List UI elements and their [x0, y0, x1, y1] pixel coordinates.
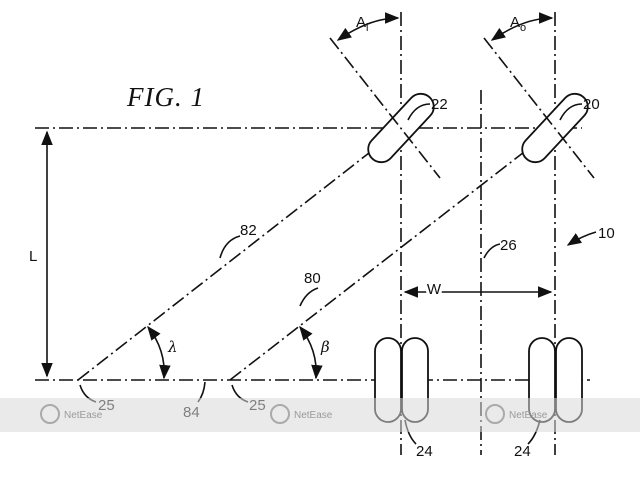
outer-angle-label: Ao	[510, 14, 526, 34]
beta-arc	[299, 325, 323, 380]
inner-angle-label: Ai	[356, 14, 368, 34]
leader-20	[559, 103, 583, 121]
watermark-text-2: NetEase	[294, 410, 333, 421]
label-10: 10	[598, 225, 615, 242]
label-80: 80	[304, 270, 321, 287]
outer-wheel-axis	[483, 37, 595, 179]
label-20: 20	[583, 96, 600, 113]
width-label: W	[427, 281, 442, 298]
label-22: 22	[431, 96, 448, 113]
lambda-label: λ	[167, 338, 178, 356]
beta-label: β	[320, 338, 330, 356]
watermark-logos	[40, 404, 505, 424]
label-26: 26	[500, 237, 517, 254]
line-82	[77, 127, 402, 381]
length-label: L	[29, 248, 37, 265]
label-24-right: 24	[514, 443, 531, 460]
leader-10	[566, 231, 597, 246]
line-80	[229, 127, 556, 381]
outer-angle-arc	[490, 12, 554, 41]
watermark-text-3: NetEase	[509, 410, 548, 421]
watermark-band	[0, 398, 640, 432]
label-24-left: 24	[416, 443, 433, 460]
leader-26	[483, 243, 501, 259]
watermark-text-1: NetEase	[64, 410, 103, 421]
inner-angle-arc	[336, 12, 400, 41]
leader-22	[407, 103, 431, 121]
lambda-arc	[147, 325, 171, 380]
leader-80	[299, 287, 319, 307]
label-82: 82	[240, 222, 257, 239]
figure-title: FIG. 1	[126, 82, 205, 112]
leader-82	[219, 235, 241, 259]
inner-wheel-axis	[329, 37, 441, 179]
